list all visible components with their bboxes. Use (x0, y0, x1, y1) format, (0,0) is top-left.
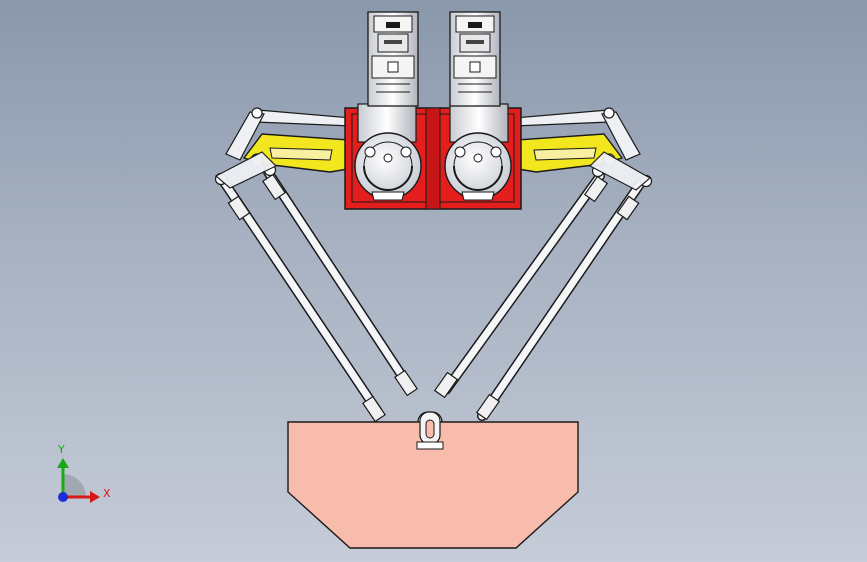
left-upper-arm[interactable] (214, 107, 355, 189)
left-servo-motor[interactable] (367, 11, 419, 107)
y-axis-arrowhead (57, 458, 69, 468)
left-gearbox[interactable] (354, 103, 422, 201)
x-axis-arrowhead (90, 491, 100, 503)
right-gearbox[interactable] (444, 103, 512, 201)
end-effector-mount (416, 411, 444, 450)
left-rod-outer[interactable] (219, 177, 386, 423)
parallel-rods (219, 167, 645, 423)
right-rod-outer[interactable] (475, 179, 645, 421)
left-rod-inner[interactable] (262, 167, 418, 397)
z-axis-dot (58, 492, 68, 502)
right-rod-inner[interactable] (433, 171, 609, 399)
moving-platform[interactable] (287, 412, 579, 549)
right-servo-motor[interactable] (449, 11, 501, 107)
triad-x-label: X (103, 487, 111, 500)
right-upper-arm[interactable] (511, 107, 653, 191)
coordinate-triad[interactable] (57, 458, 100, 503)
triad-y-label: Y (58, 443, 65, 456)
